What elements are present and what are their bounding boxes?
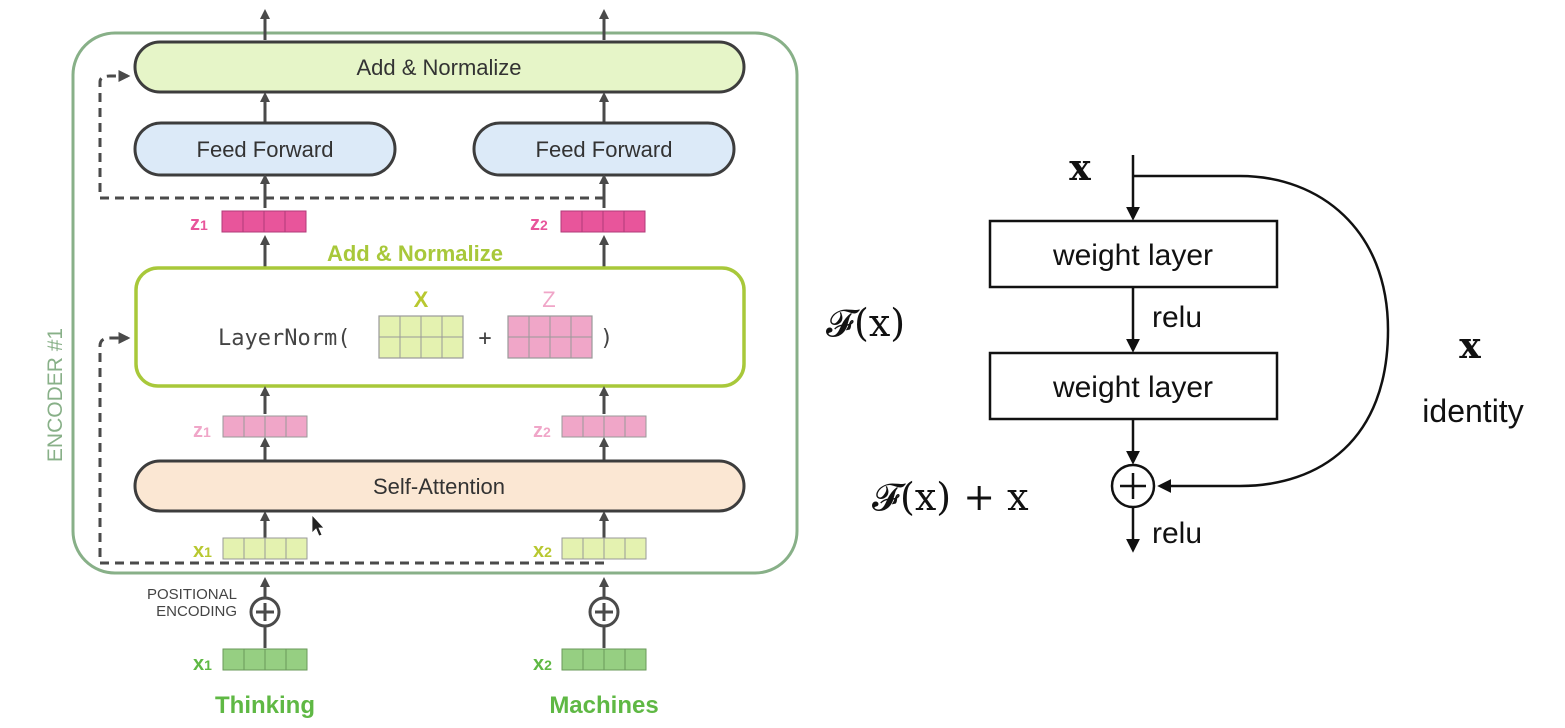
residual-input-x: x (1069, 147, 1091, 189)
identity-shortcut (1133, 174, 1390, 493)
x2-in-vector (561, 537, 647, 560)
feed-forward-label-2: Feed Forward (536, 137, 673, 162)
add-normalize-top-box (133, 40, 746, 94)
z1-in-label: z1 (193, 420, 211, 442)
positional-label-line1: POSITIONAL (147, 586, 237, 603)
z2-out-label: z2 (530, 213, 548, 235)
add-normalize-mid-label: Add & Normalize (327, 241, 503, 266)
add-normalize-top-label: Add & Normalize (356, 55, 521, 80)
layernorm-prefix: LayerNorm( (218, 326, 350, 351)
sum-circle-icon (1110, 463, 1156, 509)
residual-dashed-mid (98, 332, 604, 565)
self-attention-box (133, 459, 746, 513)
matrix-x-label: X (414, 287, 429, 312)
x1-in-vector (222, 537, 308, 560)
encoder-border (71, 31, 799, 575)
z2-out-vector (560, 210, 646, 233)
x2-in-label: x2 (533, 540, 552, 562)
residual-dashed-top (98, 70, 604, 200)
residual-block: x weight layer relu weight layer 𝓕(x) x … (826, 147, 1524, 553)
plus-circle-icon-1 (249, 596, 281, 628)
layernorm-plus: + (478, 326, 491, 351)
x2-embed-vector (561, 648, 647, 671)
layernorm-suffix: ) (600, 326, 613, 351)
positional-encoding: POSITIONAL ENCODING x1 x2 Thinking Machi… (147, 577, 659, 719)
word-machines: Machines (549, 692, 658, 719)
z2-in-vector (561, 415, 647, 438)
identity-x-label: x (1459, 325, 1481, 367)
weight-layer-1 (988, 219, 1279, 289)
matrix-x (378, 315, 464, 359)
feed-forward-label-1: Feed Forward (197, 137, 334, 162)
mouse-cursor-icon (311, 513, 325, 537)
x2-embed-label: x2 (533, 653, 552, 675)
weight-layer-1-label: weight layer (1052, 239, 1213, 272)
positional-label-line2: ENCODING (156, 603, 237, 620)
relu-mid-label: relu (1152, 301, 1202, 334)
x1-embed-label: x1 (193, 653, 212, 675)
identity-label: identity (1422, 393, 1523, 429)
z2-in-label: z2 (533, 420, 551, 442)
z1-out-label: z1 (190, 213, 208, 235)
matrix-z-label: Z (542, 287, 555, 312)
plus-circle-icon-2 (588, 596, 620, 628)
encoder-block: ENCODER #1 Add & Normalize Feed Forward … (44, 9, 799, 575)
fx-label: 𝓕(x) (826, 301, 905, 345)
x1-in-label: x1 (193, 540, 212, 562)
x1-embed-vector (222, 648, 308, 671)
z1-in-vector (222, 415, 308, 438)
fx-plus-x-label: 𝓕(x) + x (872, 475, 1029, 519)
encoder-label: ENCODER #1 (44, 328, 67, 462)
relu-out-label: relu (1152, 517, 1202, 550)
z1-out-vector (221, 210, 307, 233)
weight-layer-2 (988, 351, 1279, 421)
matrix-z (507, 315, 593, 359)
weight-layer-2-label: weight layer (1052, 371, 1213, 404)
self-attention-label: Self-Attention (373, 474, 505, 499)
word-thinking: Thinking (215, 692, 315, 719)
